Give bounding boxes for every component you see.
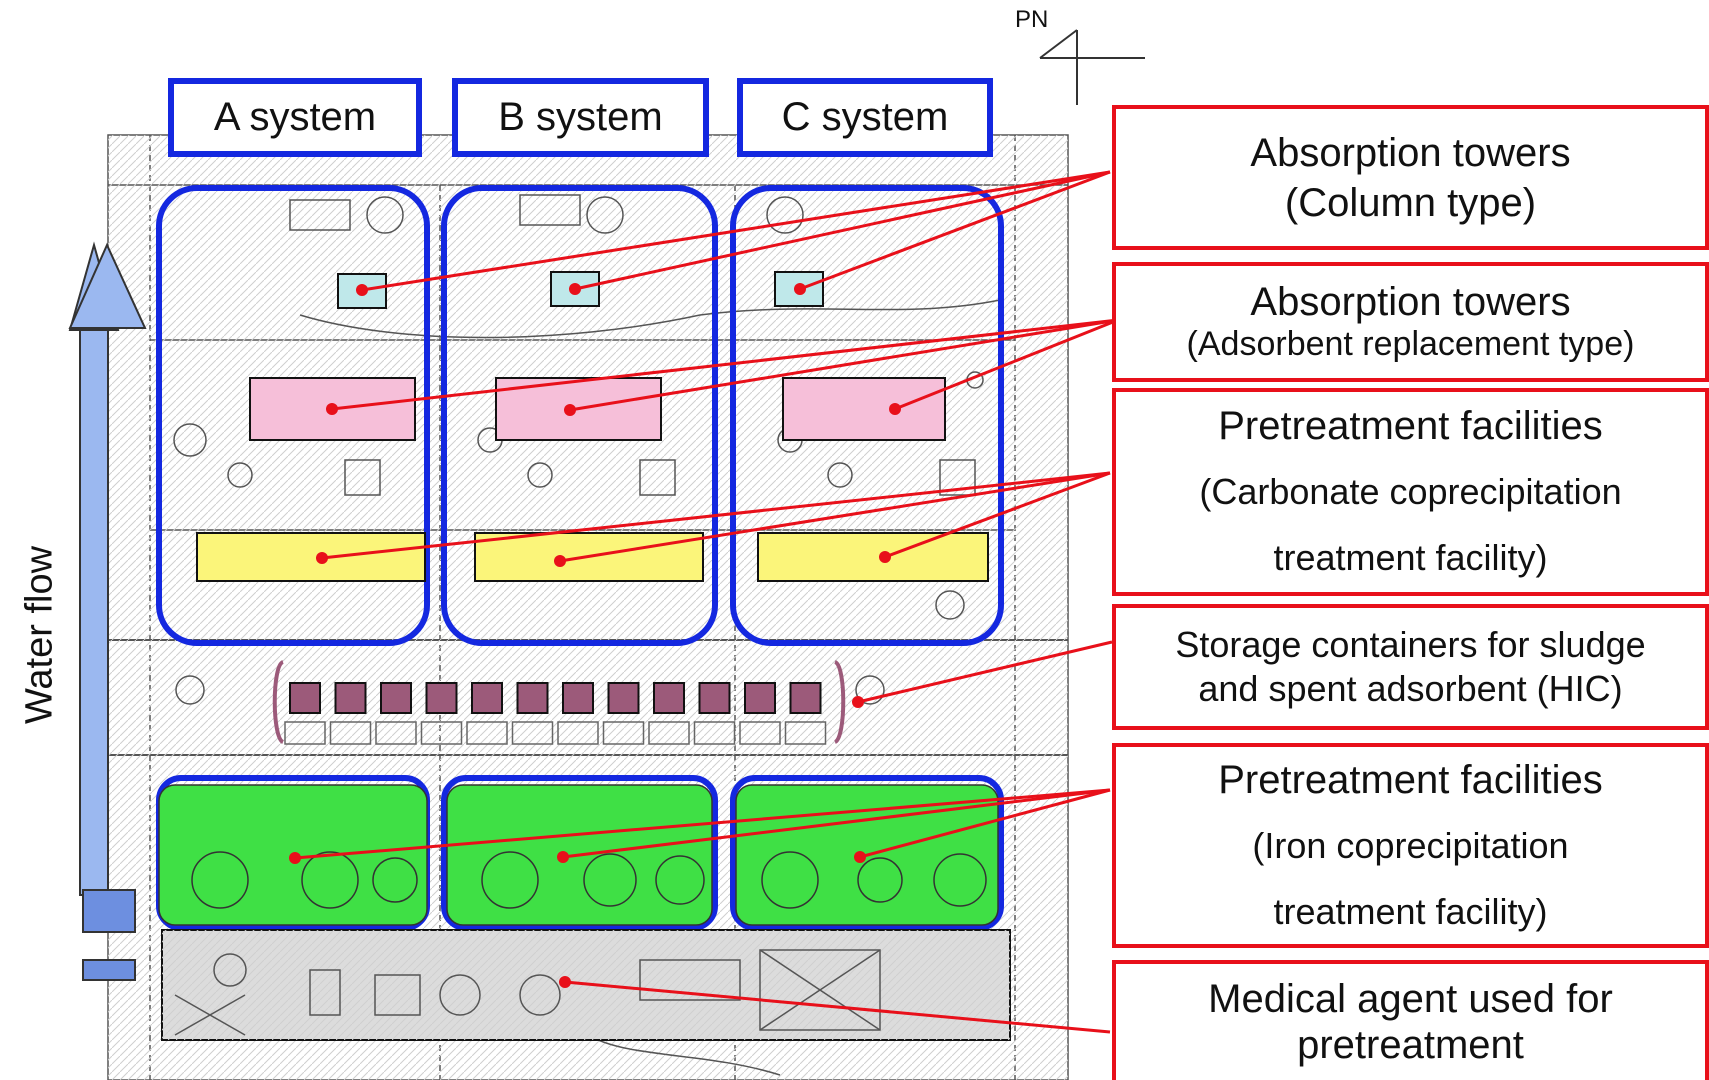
replacement-tower-group bbox=[249, 377, 946, 441]
hic-line2: and spent adsorbent (HIC) bbox=[1198, 668, 1623, 709]
hic-callout: Storage containers for sludge and spent … bbox=[1112, 604, 1709, 730]
leader-lines bbox=[294, 170, 1119, 1034]
hic-container bbox=[471, 682, 503, 714]
hic-container bbox=[334, 682, 367, 714]
column-tower-group bbox=[337, 271, 824, 309]
column-towers-line2: (Column type) bbox=[1284, 180, 1537, 225]
hic-base bbox=[739, 721, 781, 745]
hic-container bbox=[607, 682, 640, 714]
hic-base bbox=[557, 721, 599, 745]
c-system-upper-outline bbox=[730, 185, 1004, 646]
hic-container bbox=[653, 682, 685, 714]
hic-container bbox=[425, 682, 458, 714]
replacement-towers-line2: (Adsorbent replacement type) bbox=[1186, 325, 1635, 363]
medical-line1: Medical agent used for bbox=[1208, 977, 1613, 1021]
column-towers-callout: Absorption towers (Column type) bbox=[1112, 105, 1709, 250]
water-flow-label: Water flow bbox=[18, 545, 61, 725]
a-system-upper-outline bbox=[156, 185, 430, 646]
column-towers-line1: Absorption towers bbox=[1250, 130, 1571, 175]
a-system-label: A system bbox=[168, 78, 422, 157]
hic-container bbox=[744, 682, 776, 714]
hic-base bbox=[466, 721, 508, 745]
carbonate-line3: treatment facility) bbox=[1273, 537, 1548, 578]
hic-base bbox=[648, 721, 690, 745]
c-system-label: C system bbox=[737, 78, 993, 157]
hic-base bbox=[284, 721, 326, 745]
medical-line2: pretreatment bbox=[1297, 1023, 1524, 1067]
hic-container bbox=[789, 682, 822, 714]
north-mark-label: PN bbox=[1015, 6, 1049, 33]
carbonate-callout: Pretreatment facilities (Carbonate copre… bbox=[1112, 388, 1709, 596]
water-flow-arrow bbox=[68, 241, 147, 981]
hic-container bbox=[698, 682, 731, 714]
hic-base bbox=[602, 721, 645, 745]
hic-base bbox=[693, 721, 736, 745]
hic-container bbox=[380, 682, 412, 714]
iron-line1: Pretreatment facilities bbox=[1218, 757, 1603, 802]
b-system-label: B system bbox=[452, 78, 709, 157]
hic-container-row bbox=[284, 682, 827, 745]
replacement-towers-line1: Absorption towers bbox=[1250, 280, 1571, 324]
hic-base bbox=[420, 721, 463, 745]
leader-dots bbox=[289, 283, 901, 988]
carbonate-facility-c bbox=[757, 532, 989, 582]
hic-base bbox=[329, 721, 372, 745]
carbonate-line2: (Carbonate coprecipitation bbox=[1199, 471, 1622, 512]
hic-base bbox=[784, 721, 827, 745]
hic-container bbox=[562, 682, 594, 714]
b-system-lower-outline bbox=[441, 775, 718, 931]
b-system-upper-outline bbox=[441, 185, 718, 646]
replacement-tower-c bbox=[782, 377, 946, 441]
iron-line3: treatment facility) bbox=[1273, 890, 1548, 932]
carbonate-line1: Pretreatment facilities bbox=[1218, 404, 1603, 448]
hic-container bbox=[289, 682, 321, 714]
hic-container bbox=[516, 682, 549, 714]
hic-bracket-left bbox=[272, 660, 285, 744]
replacement-towers-callout: Absorption towers (Adsorbent replacement… bbox=[1112, 262, 1709, 382]
iron-callout: Pretreatment facilities (Iron coprecipit… bbox=[1112, 743, 1709, 948]
hic-bracket-right bbox=[833, 660, 846, 744]
hic-base bbox=[375, 721, 417, 745]
carbonate-facility-a bbox=[196, 532, 426, 582]
iron-line2: (Iron coprecipitation bbox=[1252, 824, 1569, 866]
carbonate-facility-group bbox=[196, 532, 989, 582]
c-system-lower-outline bbox=[730, 775, 1004, 931]
medical-agent-callout: Medical agent used for pretreatment bbox=[1112, 960, 1709, 1080]
north-arrow-icon bbox=[1039, 29, 1145, 105]
hic-base bbox=[511, 721, 554, 745]
hic-line1: Storage containers for sludge bbox=[1175, 624, 1646, 665]
